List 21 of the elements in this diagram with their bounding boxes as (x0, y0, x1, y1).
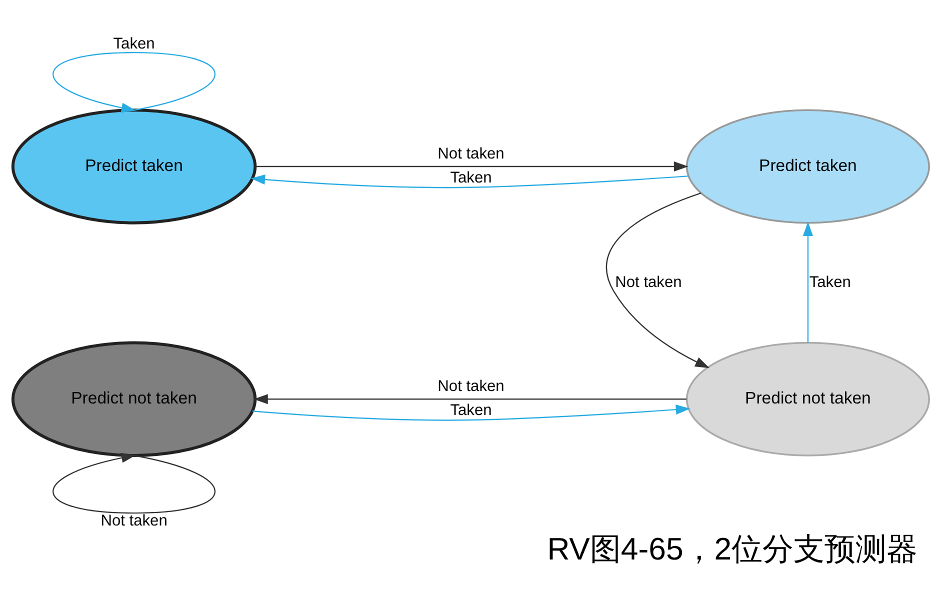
arrow (255, 161, 688, 172)
arrow (253, 394, 687, 404)
edge-label: Taken (113, 35, 155, 52)
arrow (250, 174, 688, 188)
arrow (52, 52, 216, 113)
caption: RV图4-65，2位分支预测器 (547, 532, 918, 567)
arrow (52, 452, 216, 514)
node-ellipse: Predict not taken (11, 341, 257, 457)
arrow (606, 192, 710, 368)
arrow (252, 404, 690, 421)
node-ellipse: Predict taken (686, 109, 930, 224)
edge-label: Taken (450, 170, 492, 187)
arrow (802, 222, 813, 343)
edge-label: Not taken (438, 146, 504, 163)
edge-label: Not taken (438, 378, 504, 396)
edge-label: Taken (809, 274, 851, 291)
node-ellipse: Predict not taken (686, 342, 930, 456)
node-ellipse: Predict taken (11, 108, 257, 224)
edge-label: Not taken (615, 274, 682, 291)
edge-label: Taken (450, 402, 492, 420)
edge-label: Not taken (100, 512, 168, 530)
